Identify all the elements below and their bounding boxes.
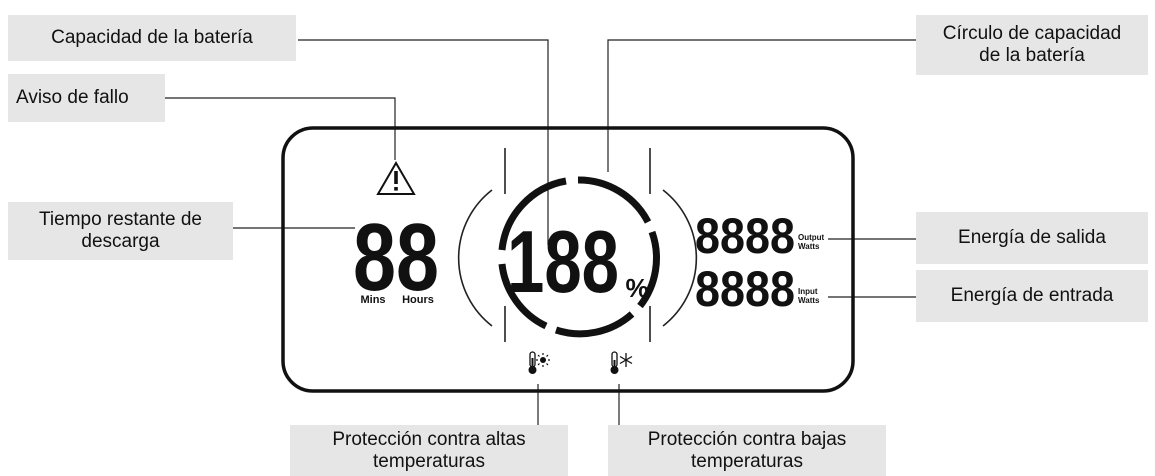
callout-fault-warning-text: Aviso de fallo xyxy=(16,87,129,108)
callout-battery-capacity: Capacidad de la batería xyxy=(8,15,296,61)
callout-remaining-time-line1: Tiempo restante de xyxy=(39,209,202,230)
lcd-frame xyxy=(281,126,855,393)
callout-battery-circle: Círculo de capacidad de la batería xyxy=(916,15,1148,75)
input-label-line2: Watts xyxy=(798,296,820,305)
callout-fault-warning: Aviso de fallo xyxy=(8,74,165,122)
callout-high-temperature-line2: temperaturas xyxy=(373,450,485,472)
callout-output-energy-text: Energía de salida xyxy=(958,227,1106,248)
output-label-line1: Output xyxy=(798,233,825,242)
callout-input-energy-text: Energía de entrada xyxy=(950,285,1114,306)
hours-label: Hours xyxy=(402,294,434,306)
low-temperature-icon xyxy=(610,351,633,374)
input-label-line1: Input xyxy=(798,287,818,296)
high-temperature-icon xyxy=(528,351,550,374)
callout-high-temperature-line1: Protección contra altas xyxy=(332,428,526,450)
battery-circle xyxy=(498,176,660,338)
output-label-line2: Watts xyxy=(798,242,820,251)
callout-low-temperature: Protección contra bajas temperaturas xyxy=(608,425,886,476)
percent-sign: % xyxy=(625,273,648,303)
mins-label: Mins xyxy=(360,294,385,306)
input-digits: 8888 xyxy=(695,261,795,317)
callout-high-temperature: Protección contra altas temperaturas xyxy=(290,425,568,476)
callout-low-temperature-line1: Protección contra bajas xyxy=(647,428,847,450)
warning-icon xyxy=(376,161,416,195)
callout-low-temperature-line2: temperaturas xyxy=(691,450,803,472)
percent-digits: 188 xyxy=(507,212,619,311)
callout-input-energy: Energía de entrada xyxy=(916,270,1148,322)
output-digits: 8888 xyxy=(695,208,795,264)
callout-battery-circle-line1: Círculo de capacidad xyxy=(942,23,1122,44)
divider-strokes xyxy=(457,148,698,342)
callout-battery-capacity-text: Capacidad de la batería xyxy=(51,27,253,48)
callout-remaining-time-line2: descarga xyxy=(81,231,160,252)
time-digits: 88 xyxy=(353,204,439,311)
callout-remaining-time: Tiempo restante de descarga xyxy=(8,202,233,260)
callout-battery-circle-line2: de la batería xyxy=(979,45,1085,66)
callout-output-energy: Energía de salida xyxy=(916,212,1148,264)
